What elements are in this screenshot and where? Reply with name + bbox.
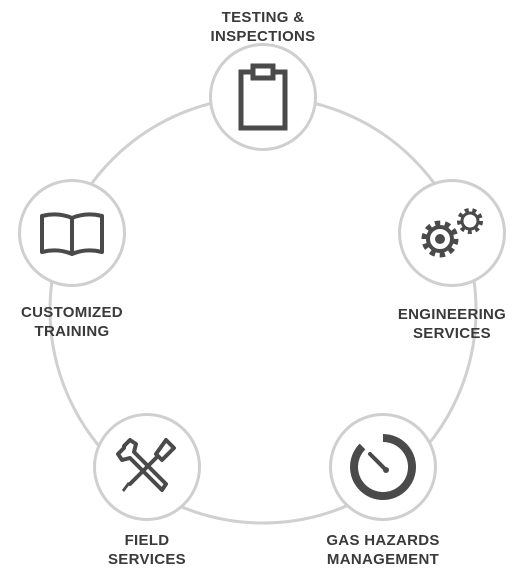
testing-inspections-node[interactable] bbox=[209, 43, 317, 151]
field-services-label: FIELD SERVICES bbox=[108, 531, 186, 569]
training-label-line-1: CUSTOMIZED bbox=[21, 304, 123, 321]
gears-icon bbox=[421, 208, 483, 258]
gauge-icon bbox=[350, 434, 416, 500]
field-services-node[interactable] bbox=[93, 413, 201, 521]
clipboard-icon bbox=[238, 63, 288, 131]
testing-label-line-1: TESTING & bbox=[221, 9, 305, 26]
engineering-services-node[interactable] bbox=[398, 179, 506, 287]
gas-label-line-1: GAS HAZARDS bbox=[326, 532, 440, 549]
tools-icon bbox=[116, 438, 176, 492]
engineering-label-line-1: ENGINEERING bbox=[397, 306, 507, 323]
testing-label-line-2: INSPECTIONS bbox=[210, 28, 316, 45]
customized-training-label: CUSTOMIZED TRAINING bbox=[21, 303, 123, 341]
field-label-line-2: SERVICES bbox=[108, 551, 186, 568]
gas-label-line-2: MANAGEMENT bbox=[326, 551, 440, 568]
gas-hazards-management-node[interactable] bbox=[329, 413, 437, 521]
customized-training-node[interactable] bbox=[18, 179, 126, 287]
gas-hazards-management-label: GAS HAZARDS MANAGEMENT bbox=[326, 531, 439, 569]
book-icon bbox=[40, 212, 104, 256]
engineering-label-line-2: SERVICES bbox=[412, 325, 491, 342]
engineering-services-label: ENGINEERING SERVICES bbox=[398, 305, 506, 343]
field-label-line-1: FIELD bbox=[124, 532, 170, 549]
training-label-line-2: TRAINING bbox=[34, 323, 110, 340]
testing-inspections-label: TESTING & INSPECTIONS bbox=[211, 8, 316, 46]
